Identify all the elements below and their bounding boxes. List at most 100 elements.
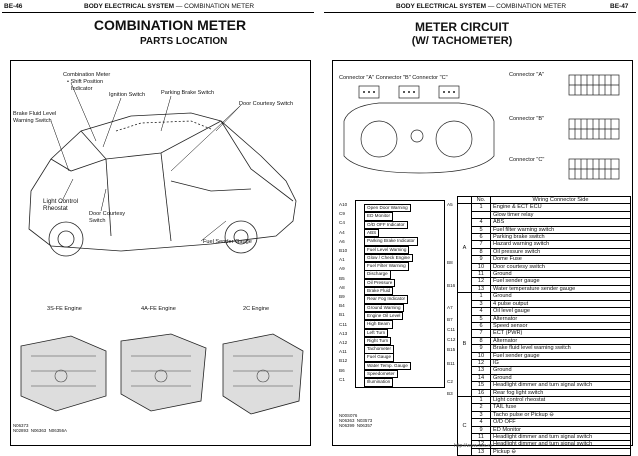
right-page: BODY ELECTRICAL SYSTEM — COMBINATION MET…	[322, 0, 638, 456]
circuit-pin-label: B5	[339, 275, 345, 281]
section-header-text: BODY ELECTRICAL SYSTEM	[84, 3, 175, 10]
circuit-component-label: Open Door Warning	[364, 204, 411, 213]
circuit-pin-label: A7	[447, 305, 453, 310]
table-header-side: Wiring Connector Side	[490, 195, 631, 205]
callout-switch: Switch	[89, 218, 106, 224]
circuit-pin-label: C4	[339, 220, 345, 226]
circuit-pin-label: B12	[339, 358, 348, 364]
engine-label-3sfe: 3S-FE Engine	[47, 306, 82, 312]
circuit-component-label: Rear Fog Indicator	[364, 295, 409, 304]
pin-number-cell: 10	[471, 262, 491, 272]
connector-top-label: Connector "A" Connector "B" Connector "C…	[339, 75, 448, 81]
wiring-side-cell: Headlight dimmer and turn signal switch	[490, 440, 631, 449]
pin-number-cell: 2	[471, 403, 491, 412]
page-number-left: BE-46	[4, 3, 23, 10]
connector-diagrams	[568, 74, 620, 180]
engine-diagrams	[20, 333, 304, 415]
circuit-pin-label: A13	[339, 330, 348, 336]
callout-fuel-sender-gauge: Fuel Sender Gauge	[203, 239, 252, 245]
wiring-side-cell: 4 pulse output	[490, 299, 631, 309]
circuit-pin-label: C11	[447, 327, 456, 332]
callout-warning-switch: Warning Switch	[13, 118, 52, 124]
circuit-component-label: Oil Pressure	[364, 278, 396, 288]
left-footer-codes: N06373 N02893 N06363 N06356A	[13, 423, 67, 433]
pin-number-cell: 3	[471, 299, 491, 309]
wiring-side-cell: ECT (PWR)	[490, 329, 631, 338]
pin-number-cell: 4	[471, 218, 491, 227]
wiring-side-cell: Brake fluid level warning switch	[490, 344, 631, 353]
pin-number-cell: 11	[471, 432, 491, 442]
callout-brake-fluid-level: Brake Fluid Level	[13, 111, 57, 117]
pin-number-cell: 6	[471, 233, 491, 242]
circuit-component-label: Water Temp. Gauge	[364, 361, 411, 371]
circuit-pin-label: C9	[339, 211, 345, 217]
connector-c-label: Connector "C"	[509, 157, 545, 163]
wiring-side-cell: Light control rheostat	[490, 395, 631, 405]
wiring-side-cell: Ground	[490, 373, 631, 383]
circuit-pin-label: A8	[339, 284, 345, 290]
pin-number-cell: 12	[471, 277, 491, 286]
section-header-left: BODY ELECTRICAL SYSTEM — COMBINATION MET…	[84, 3, 254, 10]
right-footer-codes: N00S076 N06363 N03573 N06399 N06357	[339, 413, 373, 428]
pin-number-cell: 10	[471, 351, 491, 360]
circuit-pin-label: B1	[339, 312, 345, 318]
wiring-side-cell: Fuel filter warning switch	[490, 225, 631, 235]
circuit-pin-label: B4	[339, 303, 345, 309]
circuit-pin-label: C11	[339, 321, 348, 327]
wiring-side-cell: Oil level gauge	[490, 307, 631, 316]
pin-number-cell: 12	[471, 358, 491, 368]
pin-number-cell	[471, 210, 491, 220]
circuit-pin-label: A9	[339, 266, 345, 272]
wiring-side-cell: Oil pressure switch	[490, 247, 631, 257]
circuit-component-label: Left Turn	[364, 328, 389, 337]
circuit-pin-label: B7	[447, 317, 453, 322]
parts-location-frame: Combination Meter • Shift Position Indic…	[10, 60, 311, 446]
callout-ignition-switch: Ignition Switch	[109, 92, 146, 98]
pin-number-cell: 7	[471, 329, 491, 338]
page-title: COMBINATION METER	[93, 17, 247, 33]
pin-number-cell: 15	[471, 381, 491, 390]
wiring-side-cell: Tacho pulse or Pickup ⊖	[490, 410, 631, 420]
circuit-component-label: Tachometer	[364, 345, 394, 354]
pin-number-cell: 3	[471, 410, 491, 420]
pin-number-cell: 14	[471, 373, 491, 383]
circuit-pin-label: C1	[339, 376, 345, 382]
header-rule	[324, 12, 636, 13]
wiring-side-cell: Pickup ⊖	[490, 447, 631, 456]
wiring-side-cell: Rear fog light switch	[490, 388, 631, 397]
pin-number-cell: 5	[471, 225, 491, 235]
circuit-pin-label: A10	[339, 202, 348, 207]
wiring-side-cell: Ground	[490, 366, 631, 375]
circuit-component-label: Illumination	[364, 378, 394, 387]
circuit-pin-label: A1	[339, 257, 345, 263]
pin-number-cell: 9	[471, 425, 491, 435]
wiring-side-cell: O/D OFF	[490, 418, 631, 427]
circuit-component-label: ED Monitor	[364, 212, 393, 221]
circuit-pin-label: B9	[339, 294, 345, 299]
wiring-side-cell: IG	[490, 358, 631, 368]
connector-group-cell: B	[457, 292, 472, 397]
circuit-pin-label: B3	[447, 391, 453, 396]
wiring-side-cell: ED Monitor	[490, 425, 631, 435]
circuit-pin-label: A6	[339, 238, 345, 244]
wiring-side-cell: Fuel sender gauge	[490, 277, 631, 286]
